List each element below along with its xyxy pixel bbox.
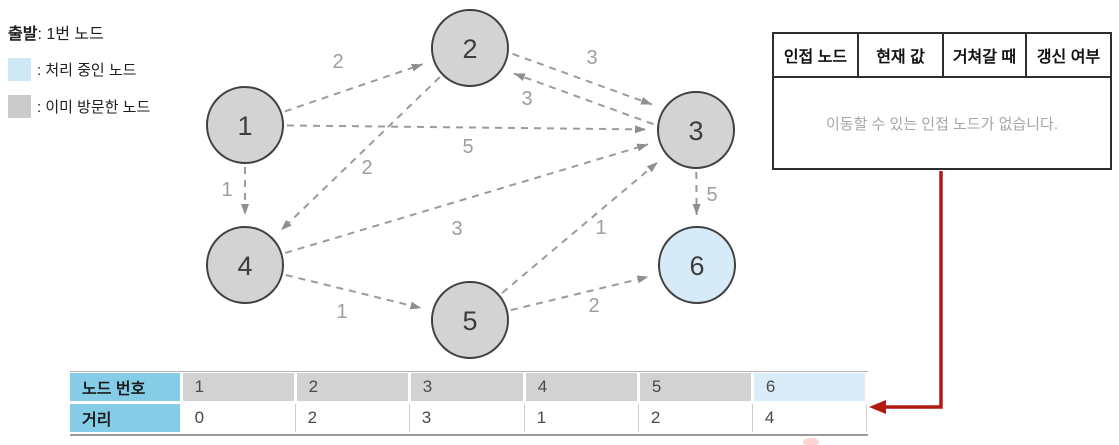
- edge-weight-3-2: 3: [521, 88, 532, 110]
- edge-2-to-3: [512, 52, 653, 106]
- node-number-row-header: 노드 번호: [70, 373, 183, 404]
- edge-weight-4-5: 1: [336, 301, 347, 323]
- node-number-cell-4: 4: [524, 373, 640, 404]
- node-number-cell-6: 6: [752, 373, 869, 404]
- processing-node-swatch-icon: [8, 57, 31, 81]
- edge-weight-2-3: 3: [586, 47, 597, 69]
- edge-5-to-3: [501, 161, 659, 294]
- node-number-cell-1: 1: [181, 373, 297, 404]
- legend-item-visited-node: : 이미 방문한 노드: [8, 94, 150, 118]
- legend-items: : 처리 중인 노드 : 이미 방문한 노드: [8, 57, 150, 118]
- edge-weight-2-4: 2: [361, 157, 372, 179]
- legend: 출발: 1번 노드 : 처리 중인 노드 : 이미 방문한 노드: [8, 20, 150, 118]
- edge-weight-5-3: 1: [595, 217, 606, 239]
- edge-4-to-5: [285, 274, 422, 310]
- adjacency-empty-message: 이동할 수 있는 인접 노드가 없습니다.: [772, 76, 1112, 170]
- cursor-artifact-dot: [803, 438, 819, 445]
- edge-weight-1-2: 2: [332, 51, 343, 73]
- adjacency-header-4: 갱신 여부: [1025, 32, 1112, 78]
- distance-cell-5: 2: [638, 402, 753, 432]
- start-node-label: 출발: 1번 노드: [8, 20, 150, 44]
- edge-weight-1-3: 5: [462, 136, 473, 158]
- graph-node-3: 3: [657, 91, 735, 169]
- node-number-label: 3: [688, 116, 703, 146]
- adjacency-header-3: 거쳐갈 때: [942, 32, 1027, 78]
- distance-cell-4: 1: [524, 402, 639, 432]
- edge-1-to-3: [286, 124, 647, 134]
- legend-item-processing-node: : 처리 중인 노드: [8, 57, 150, 81]
- edge-weight-4-3: 3: [451, 218, 462, 240]
- node-number-cell-2: 2: [295, 373, 411, 404]
- edge-4-to-3: [284, 143, 649, 254]
- graph-node-1: 1: [206, 86, 284, 164]
- node-number-cell-5: 5: [638, 373, 754, 404]
- graph-nodes: 1 2 3 4 5 6: [206, 9, 736, 359]
- distance-cell-6: 4: [752, 402, 868, 432]
- node-number-label: 2: [462, 34, 477, 64]
- node-number-label: 5: [462, 306, 477, 336]
- legend-item-label: : 이미 방문한 노드: [37, 98, 151, 116]
- edge-weight-1-4: 1: [221, 179, 232, 201]
- node-number-label: 1: [237, 111, 252, 141]
- node-number-label: 6: [689, 251, 704, 281]
- edge-3-to-2: [513, 72, 654, 126]
- node-number-label: 4: [237, 251, 252, 281]
- distance-cell-1: 0: [181, 402, 296, 432]
- graph-node-2: 2: [431, 9, 509, 87]
- edge-weight-3-6: 5: [706, 184, 717, 206]
- legend-item-label: : 처리 중인 노드: [37, 61, 137, 79]
- distance-row-header: 거리: [70, 402, 183, 432]
- start-node-label-rest: : 1번 노드: [37, 26, 104, 43]
- visited-node-swatch-icon: [8, 94, 31, 118]
- adjacency-header-2: 현재 값: [857, 32, 944, 78]
- red-arrowhead-icon: [869, 400, 886, 414]
- graph-edges: 2 5 1 3 3 2 3 1 1 2 5: [221, 47, 717, 323]
- edge-1-to-2: [284, 63, 424, 113]
- graph-node-6: 6: [658, 226, 736, 304]
- node-number-cell-3: 3: [409, 373, 526, 404]
- graph-node-5: 5: [431, 281, 509, 359]
- edge-weight-5-6: 2: [588, 295, 599, 317]
- edge-5-to-6: [510, 275, 649, 312]
- graph-node-4: 4: [206, 226, 284, 304]
- edge-2-to-4: [280, 76, 441, 232]
- start-node-label-bold: 출발: [8, 26, 38, 43]
- annotation-arrow: [869, 171, 943, 414]
- distance-cell-3: 3: [409, 402, 525, 432]
- distance-cell-2: 2: [295, 402, 410, 432]
- adjacency-header-1: 인접 노드: [772, 32, 859, 78]
